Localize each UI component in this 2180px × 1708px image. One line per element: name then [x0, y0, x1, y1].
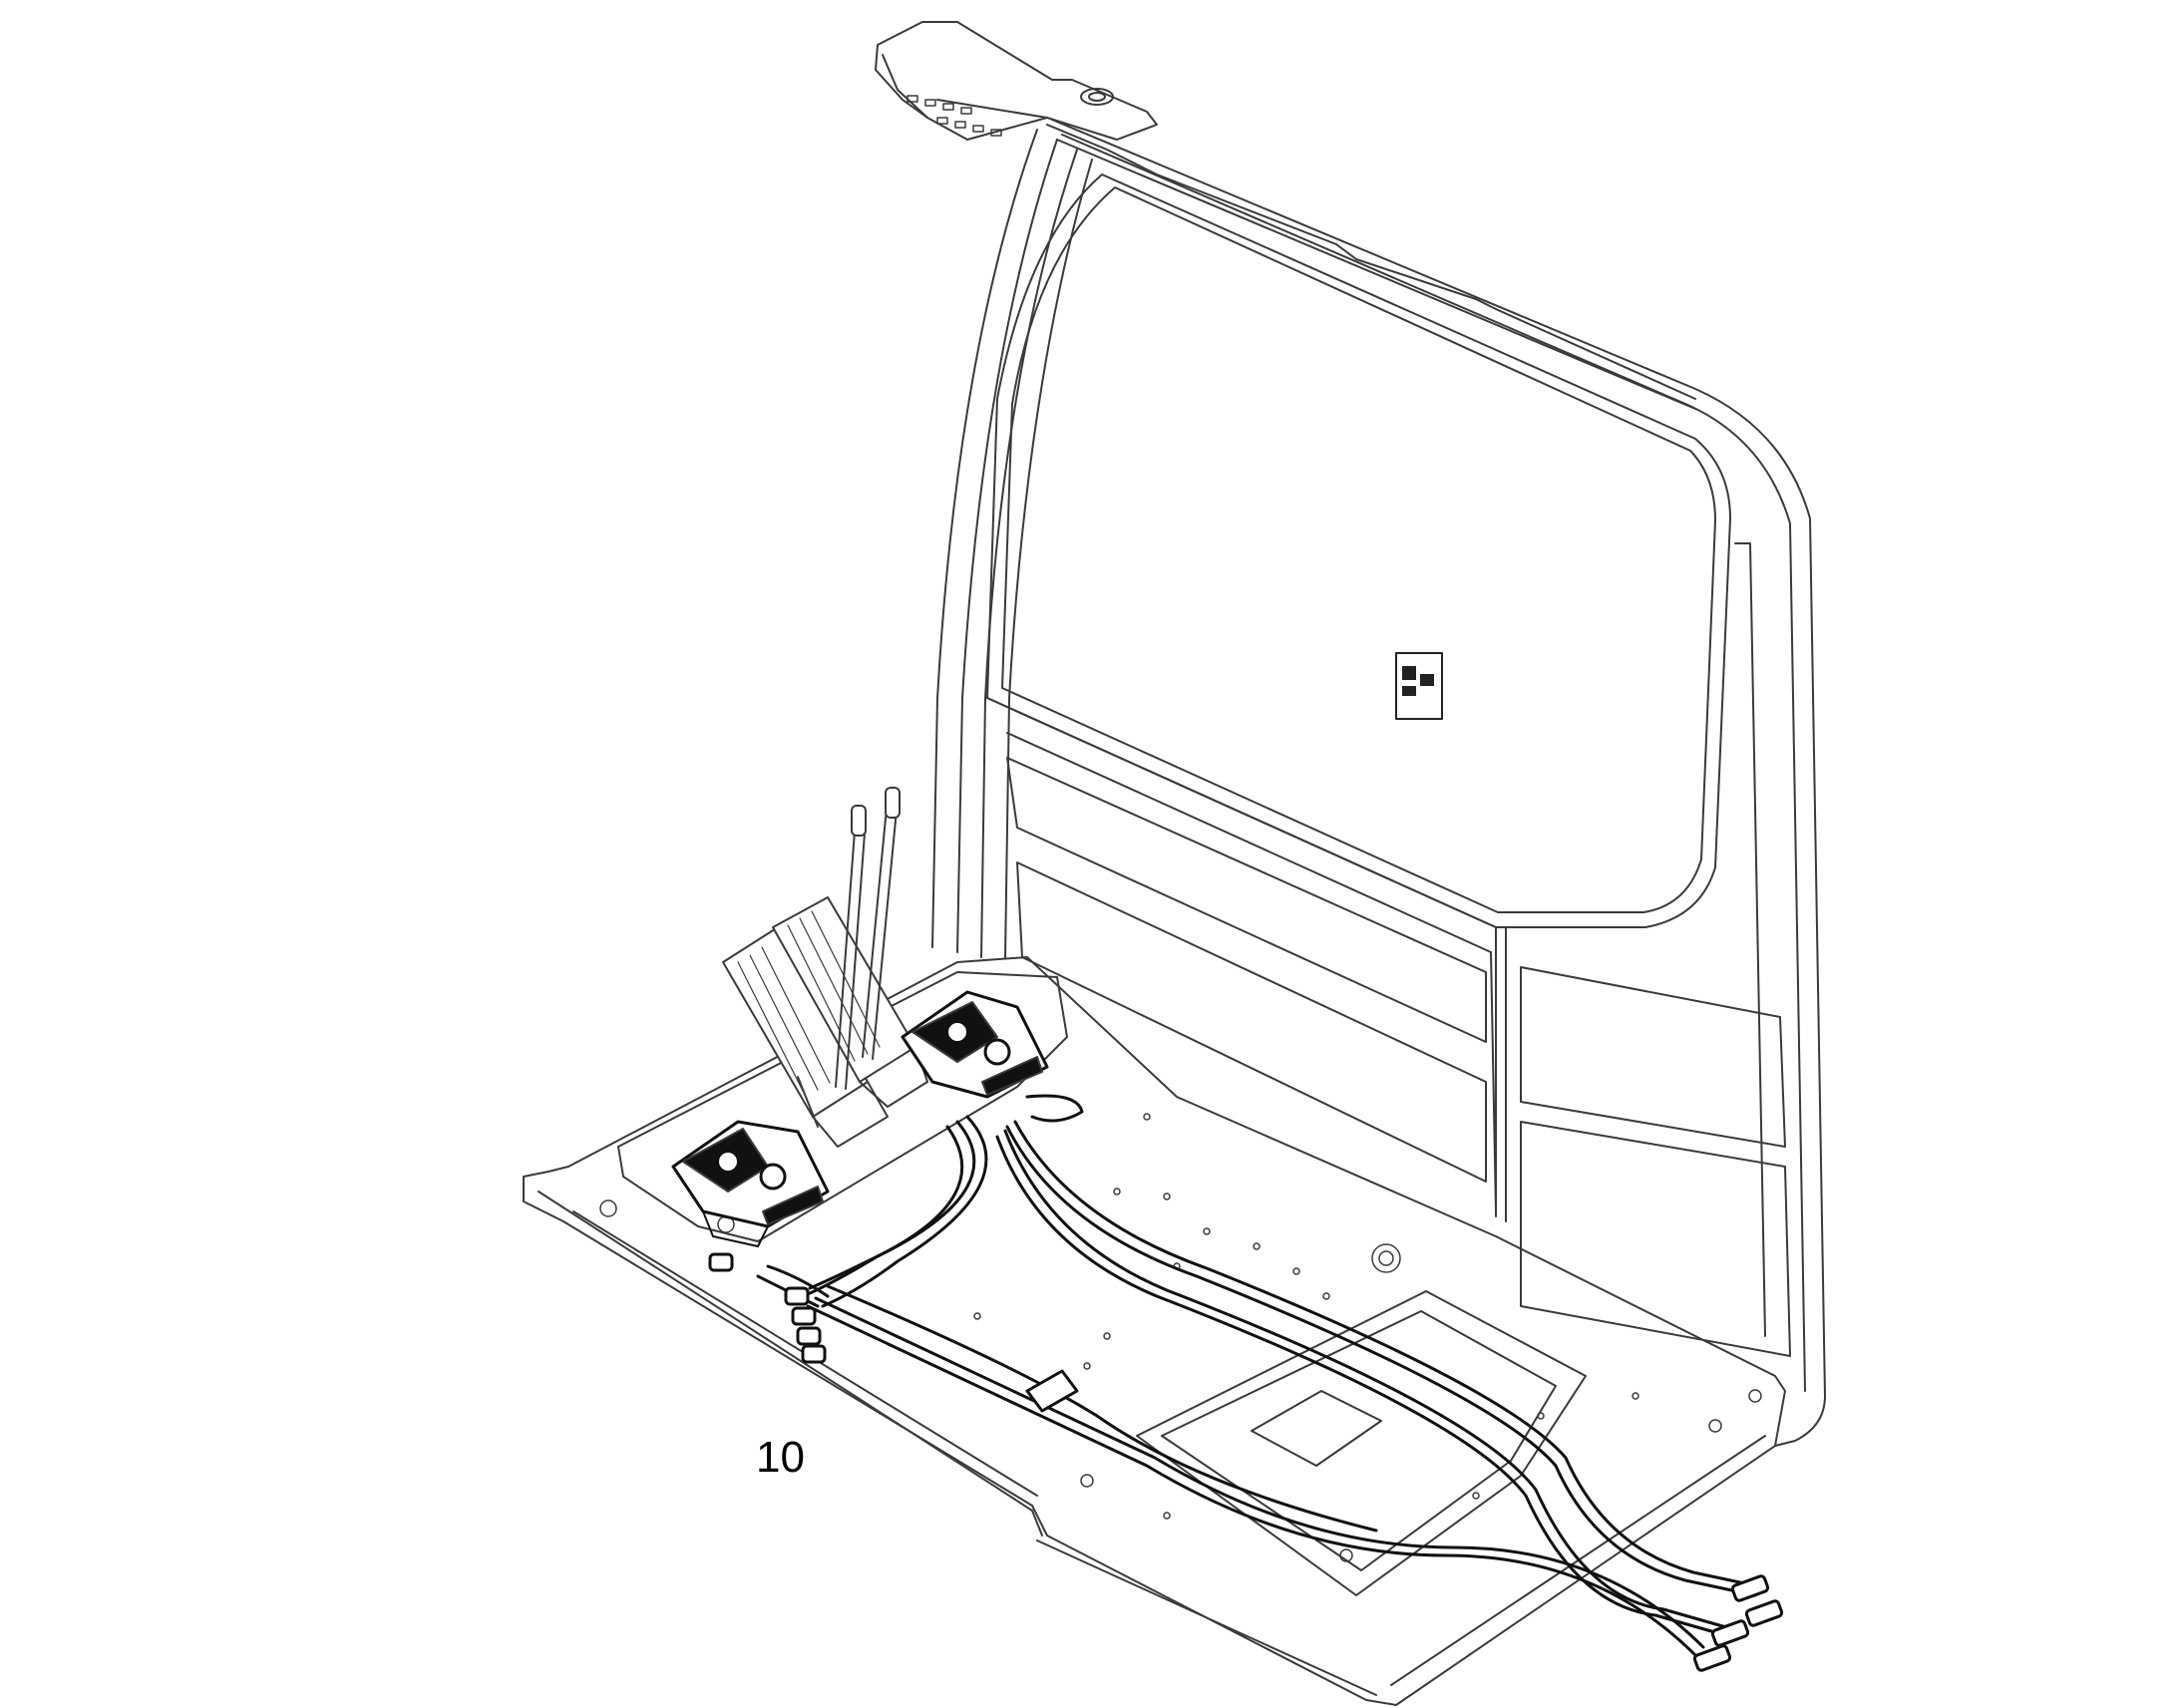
floor-plate — [523, 956, 1786, 1706]
control-levers — [835, 787, 901, 1090]
hydraulic-hoses — [708, 1094, 1784, 1672]
rear-cab-frame — [931, 119, 1826, 1447]
pedal-valve-left — [671, 1120, 830, 1247]
callout-label: 10 — [756, 1433, 805, 1482]
floor-holes — [599, 1113, 1762, 1562]
window-decal — [1395, 652, 1443, 720]
pedal-valve-right — [901, 990, 1049, 1099]
roof-header — [875, 21, 1158, 141]
roof-vent-slots — [907, 95, 1002, 137]
travel-pedals — [722, 896, 928, 1148]
